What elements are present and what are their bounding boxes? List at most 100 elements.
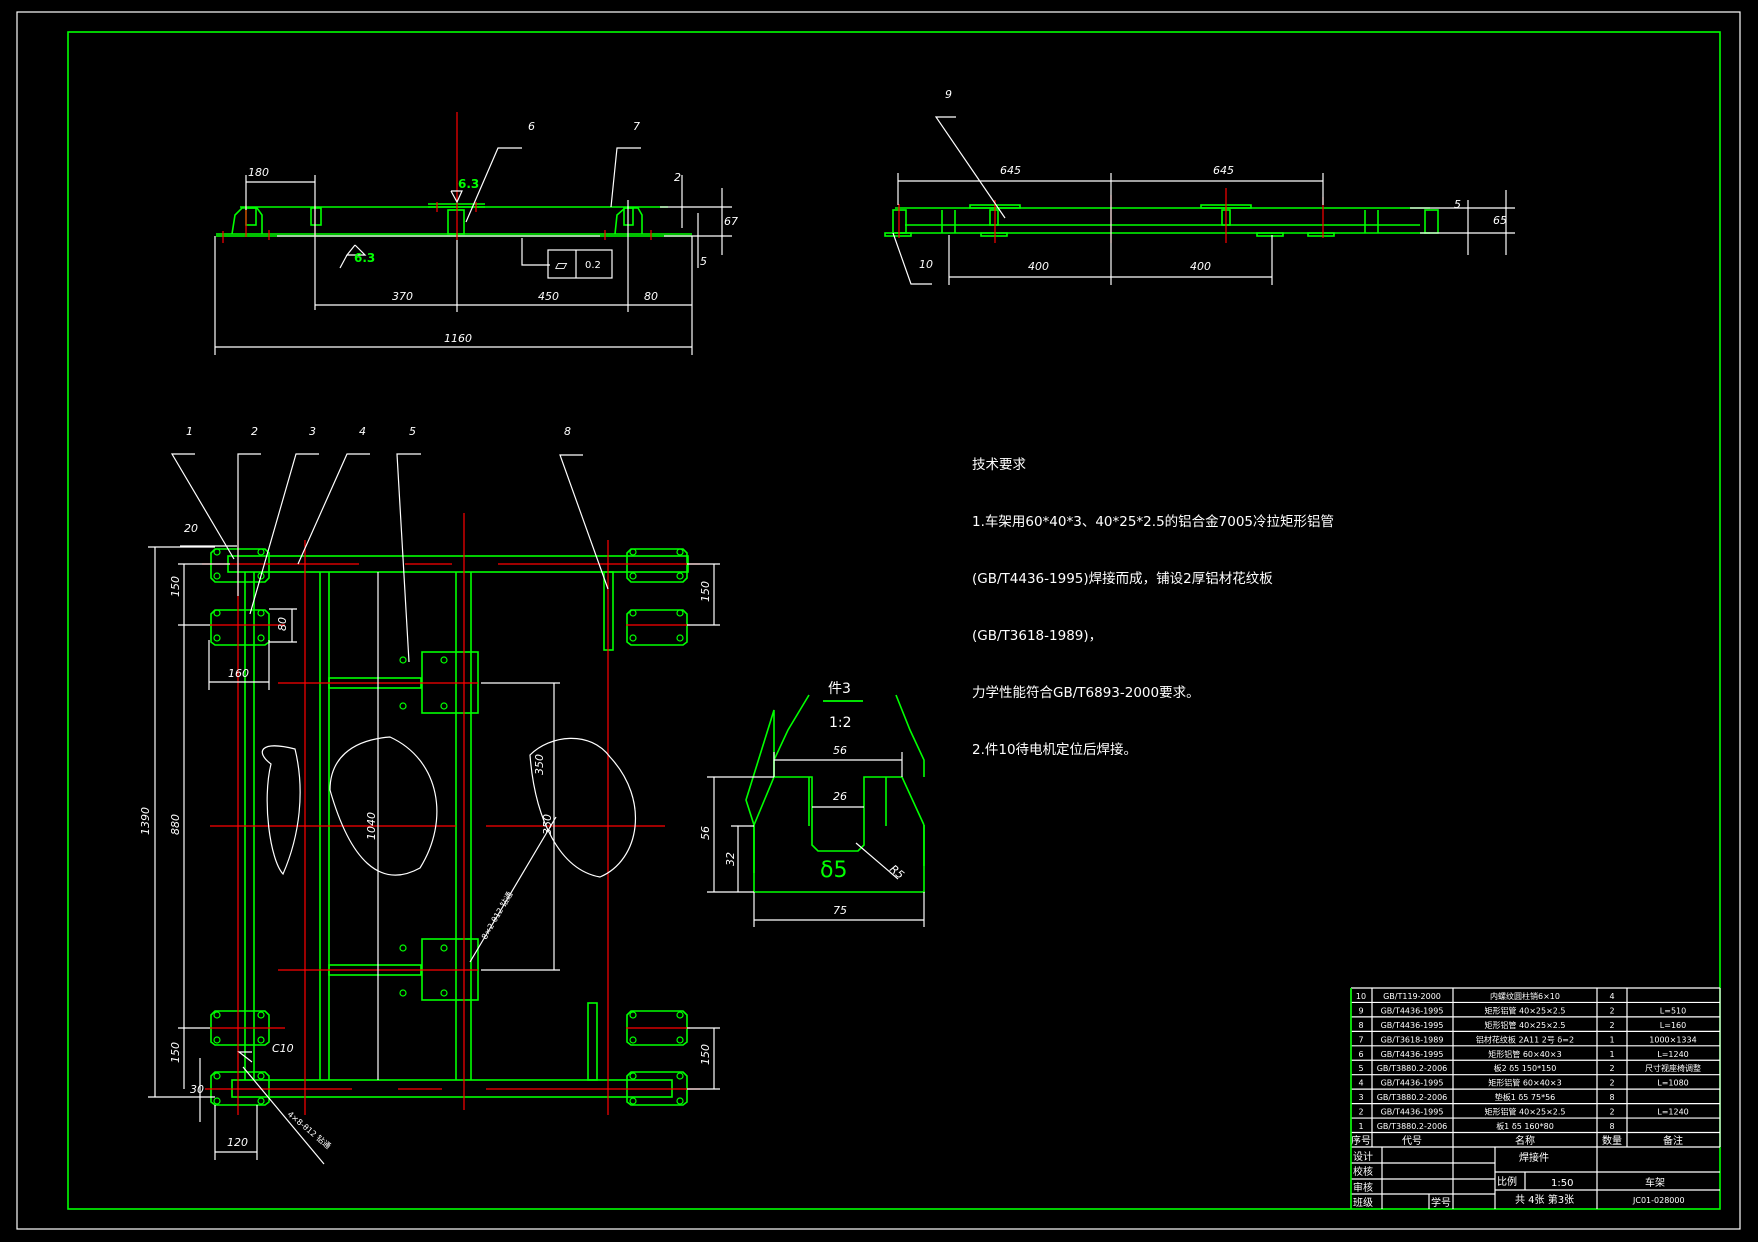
bom-cell-name: 矩形铝管 60×40×3: [1488, 1049, 1561, 1059]
drawing-title: 车架: [1645, 1176, 1665, 1189]
flatness-icon: ▱: [555, 255, 568, 274]
scale-label: 比例: [1497, 1175, 1517, 1188]
front-view-labels: 180 370 450 80 1160 2 67 5 6 7 6.3 6.3 ▱…: [248, 120, 738, 345]
roughness-label: 6.3: [354, 251, 375, 265]
dim-label: 80: [644, 290, 658, 303]
part-balloon: 2: [251, 425, 258, 438]
bom-cell-name: 矩形铝管 40×25×2.5: [1484, 1020, 1565, 1030]
detail-view-part3: [707, 694, 925, 927]
tech-line: (GB/T4436-1995)焊接而成，铺设2厚铝材花纹板: [972, 571, 1273, 587]
bom-cell-name: 板2 δ5 150*150: [1494, 1063, 1557, 1073]
part-balloon: 3: [309, 425, 316, 438]
dim-label: 400: [1028, 260, 1049, 273]
dim-label: 150: [169, 1042, 182, 1063]
bom-cell-note: L=160: [1660, 1021, 1686, 1030]
side-elevation-view: [884, 116, 1515, 285]
bom-cell-note: L=1240: [1657, 1050, 1689, 1059]
callout-label: C10: [272, 1042, 294, 1055]
class-label: 班级: [1353, 1197, 1373, 1209]
dim-label: 180: [248, 166, 269, 179]
part-balloon: 9: [945, 88, 952, 101]
dim-label: 350: [533, 754, 546, 775]
drawing-category: 焊接件: [1519, 1151, 1549, 1164]
tech-line: 力学性能符合GB/T6893-2000要求。: [972, 685, 1200, 701]
bom-cell-code: GB/T119-2000: [1383, 992, 1441, 1001]
dim-label: 645: [1000, 164, 1021, 177]
bom-cell-code: GB/T4436-1995: [1381, 1021, 1444, 1030]
bom-cell-note: L=510: [1660, 1006, 1686, 1015]
dim-label: 20: [184, 522, 198, 535]
inner-frame: [67, 31, 1721, 1210]
drawing-number: JC01-028000: [1632, 1196, 1685, 1205]
bom-cell-qty: 2: [1609, 1064, 1614, 1073]
dim-label: 65: [1493, 214, 1507, 227]
bom-cell-name: 垫板1 δ5 75*56: [1495, 1092, 1556, 1102]
dim-label: 56: [833, 744, 847, 757]
part-balloon: 5: [409, 425, 416, 438]
tech-line: 2.件10待电机定位后焊接。: [972, 742, 1138, 758]
dim-label: 150: [169, 576, 182, 597]
bom-cell-no: 9: [1358, 1006, 1363, 1015]
designer-label: 设计: [1353, 1150, 1373, 1163]
bom-cell-no: 1: [1358, 1122, 1363, 1131]
bom-cell-no: 6: [1358, 1050, 1363, 1059]
dim-label: 400: [1190, 260, 1211, 273]
dim-label: 370: [392, 290, 413, 303]
reviewer-label: 审核: [1353, 1181, 1373, 1194]
dim-label: 1390: [139, 807, 152, 835]
bom-cell-no: 8: [1358, 1021, 1363, 1030]
bom-header-qty: 数量: [1602, 1134, 1622, 1147]
dim-label: 1160: [444, 332, 472, 345]
bom-cell-qty: 1: [1609, 1050, 1614, 1059]
bom-cell-qty: 8: [1609, 1122, 1614, 1131]
bom-cell-code: GB/T4436-1995: [1381, 1079, 1444, 1088]
bom-cell-qty: 2: [1609, 1006, 1614, 1015]
bom-cell-no: 2: [1358, 1108, 1363, 1117]
bom-cell-no: 10: [1356, 992, 1366, 1001]
bom-cell-name: 矩形铝管 40×25×2.5: [1484, 1005, 1565, 1015]
bom-cell-qty: 2: [1609, 1021, 1614, 1030]
tech-line: (GB/T3618-1989)，: [972, 628, 1103, 644]
dim-label: 450: [538, 290, 559, 303]
bom-cell-name: 矩形铝管 40×25×2.5: [1484, 1107, 1565, 1117]
front-elevation-view: [214, 112, 732, 355]
dim-label: 160: [228, 667, 249, 680]
bom-cell-qty: 2: [1609, 1079, 1614, 1088]
detail-labels: 件3 1:2 56 26 56 32 75 R5 δ5: [699, 681, 907, 917]
bom-header-code: 代号: [1402, 1135, 1422, 1147]
dim-label: 67: [724, 215, 738, 228]
dim-label: 5: [700, 255, 707, 268]
bom-cell-no: 5: [1358, 1064, 1363, 1073]
bom-cell-qty: 1: [1609, 1035, 1614, 1044]
technical-requirements: 技术要求 1.车架用60*40*3、40*25*2.5的铝合金7005冷拉矩形铝…: [972, 418, 1334, 779]
dim-label: 75: [833, 904, 847, 917]
part-balloon: 8: [564, 425, 571, 438]
dim-label: 150: [699, 1044, 712, 1065]
bom-cell-name: 内螺纹圆柱销6×10: [1490, 991, 1560, 1001]
bom-cell-note: 尺寸视座椅调整: [1645, 1063, 1701, 1073]
dim-label: 30: [190, 1083, 204, 1096]
bom-cell-note: L=1080: [1657, 1079, 1689, 1088]
outer-frame: [16, 11, 1741, 1230]
bom-cell-code: GB/T3880.2-2006: [1377, 1122, 1448, 1131]
bom-header-name: 名称: [1515, 1134, 1535, 1147]
bom-header-note: 备注: [1663, 1134, 1683, 1147]
dim-label: 120: [227, 1136, 248, 1149]
dim-label: 1040: [365, 812, 378, 840]
hole-note: 8×2-θ12 钻通: [479, 890, 514, 941]
dim-label: 80: [276, 617, 289, 631]
dim-label: 5: [1454, 198, 1461, 211]
bom-cell-qty: 2: [1609, 1108, 1614, 1117]
bom-cell-note: 1000×1334: [1649, 1035, 1696, 1044]
bom-cell-qty: 4: [1609, 992, 1614, 1001]
bom-cell-no: 7: [1358, 1035, 1363, 1044]
bom-cell-qty: 8: [1609, 1093, 1614, 1102]
dim-label: 880: [169, 814, 182, 835]
dim-label: 350: [541, 814, 554, 835]
side-view-labels: 645 645 400 400 5 65 9 10: [919, 88, 1507, 273]
bom-cell-name: 矩形铝管 60×40×3: [1488, 1078, 1561, 1088]
flatness-value: 0.2: [585, 260, 601, 271]
dim-label: 645: [1213, 164, 1234, 177]
sheet-count: 共 4张 第3张: [1515, 1193, 1574, 1206]
